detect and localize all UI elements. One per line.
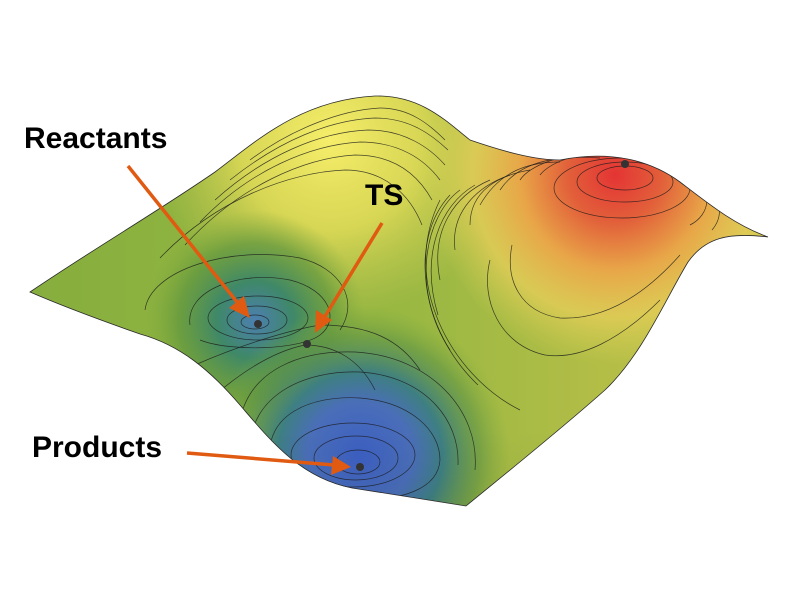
point-icon <box>621 160 629 168</box>
surface-edge <box>29 95 769 507</box>
arrow-icon <box>126 164 250 318</box>
contour-lines <box>144 107 720 501</box>
arrow-icon <box>315 222 384 333</box>
arrow-icon <box>186 451 351 475</box>
transition-state-label: TS <box>365 179 404 212</box>
stationary-points <box>254 160 629 471</box>
point-icon <box>303 340 311 348</box>
point-icon <box>356 463 364 471</box>
arrows <box>126 164 384 475</box>
point-icon <box>254 320 262 328</box>
reactants-label: Reactants <box>24 122 168 155</box>
products-label: Products <box>32 431 163 464</box>
